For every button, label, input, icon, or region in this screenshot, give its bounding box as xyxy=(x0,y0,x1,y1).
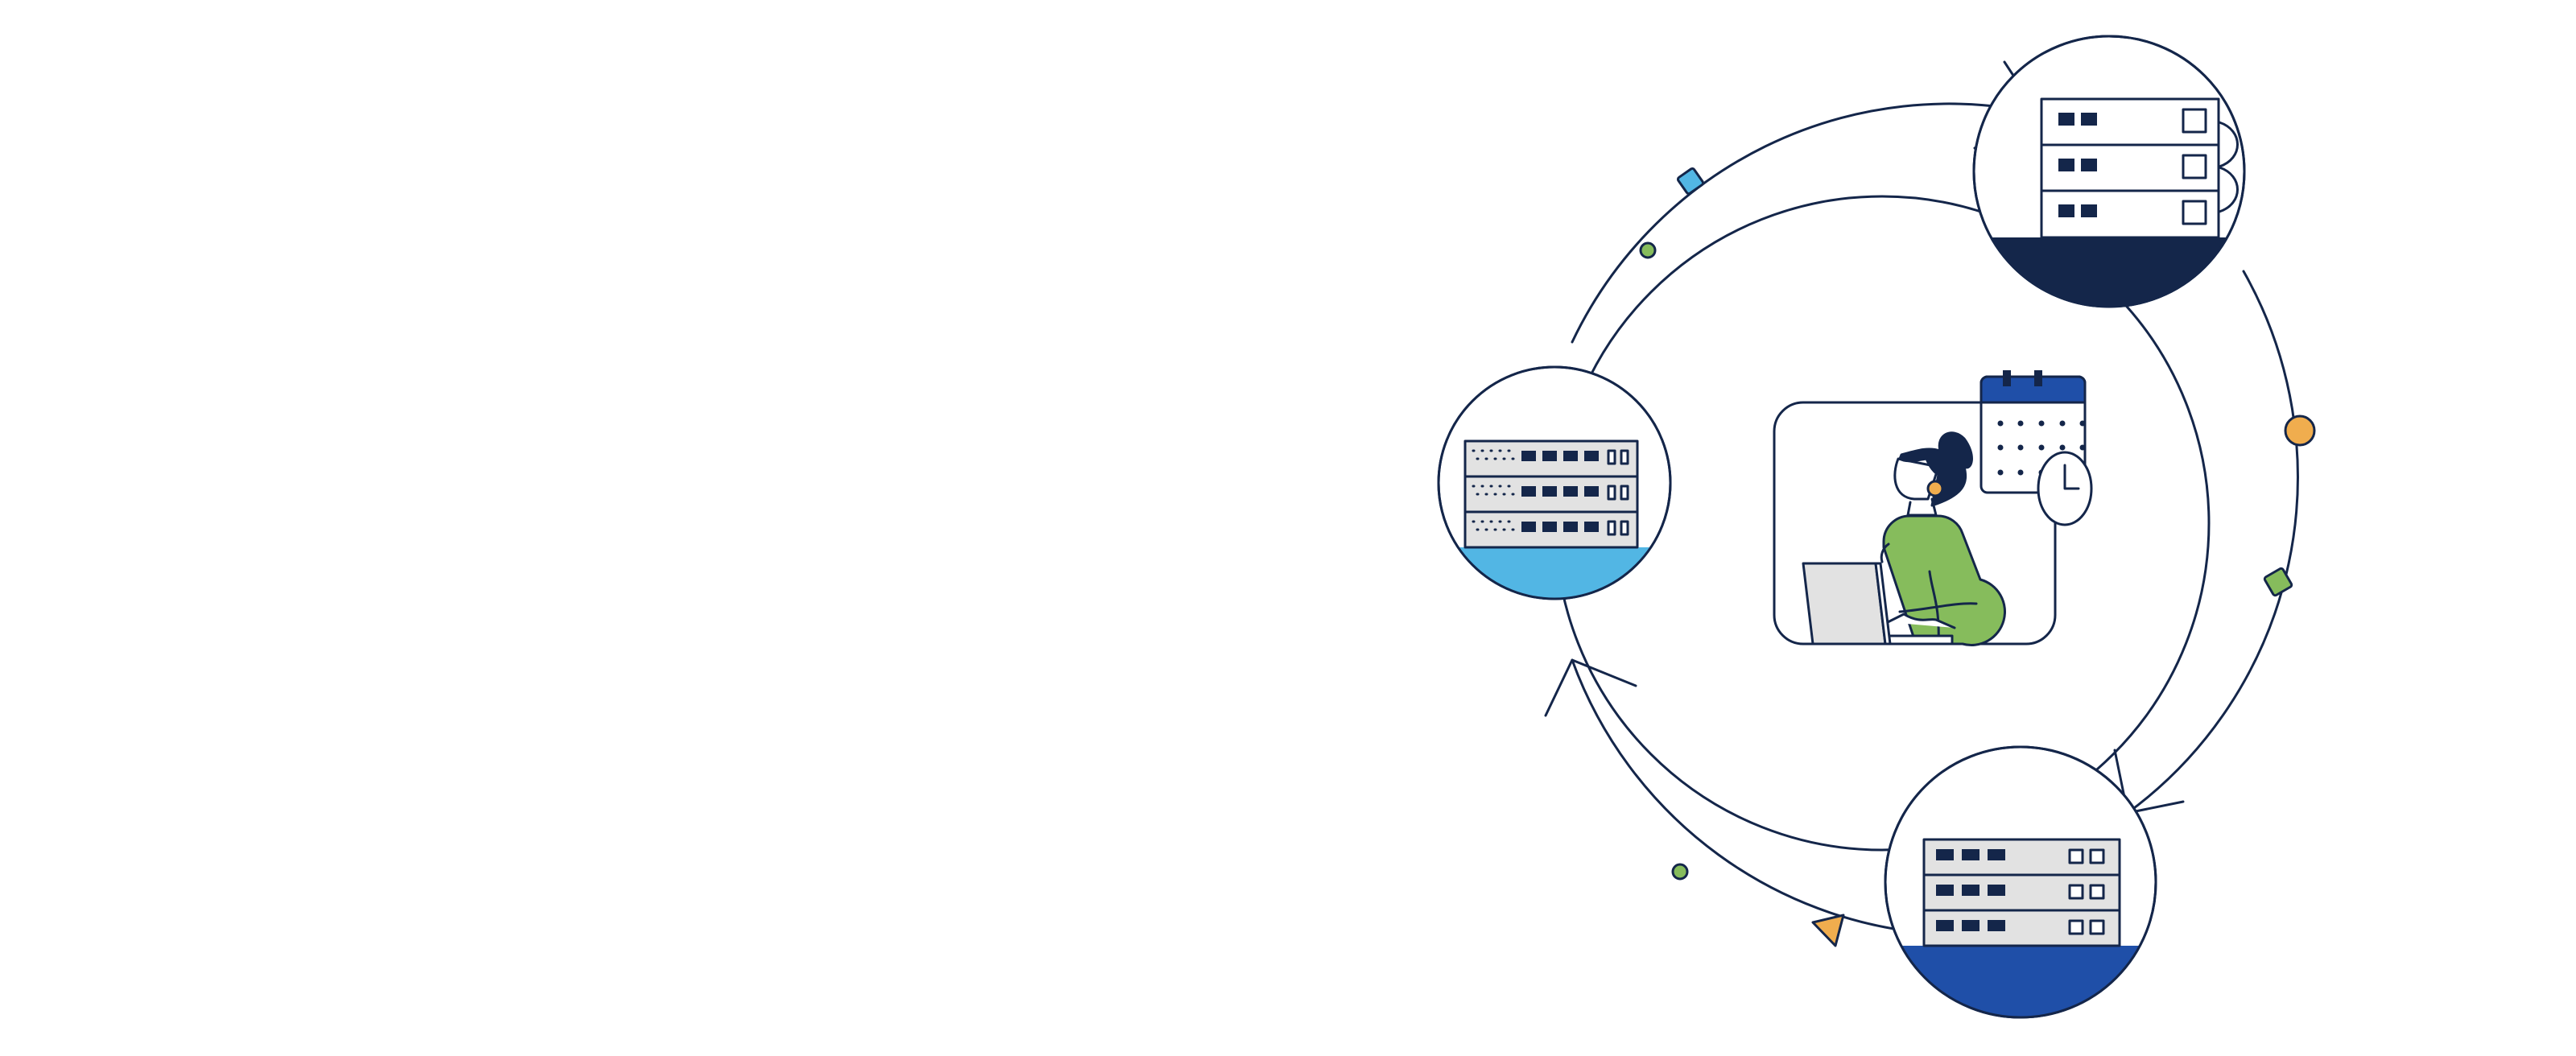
clock-icon xyxy=(2037,451,2093,526)
green-dot-node xyxy=(1639,241,1657,259)
outer-cycle-arcs xyxy=(1571,102,2299,936)
earring xyxy=(1926,480,1944,497)
green-dot-node-2 xyxy=(1671,863,1689,881)
person-at-laptop xyxy=(1802,431,2006,646)
orange-dot-node xyxy=(2284,415,2316,447)
switch-left xyxy=(1437,365,1672,600)
switch-bottom-right xyxy=(1884,745,2157,1019)
orange-triangle-node xyxy=(1811,914,1845,947)
server-rack-top-right xyxy=(1972,35,2246,308)
blue-diamond-node xyxy=(1676,167,1705,196)
green-diamond-node xyxy=(2263,567,2293,597)
